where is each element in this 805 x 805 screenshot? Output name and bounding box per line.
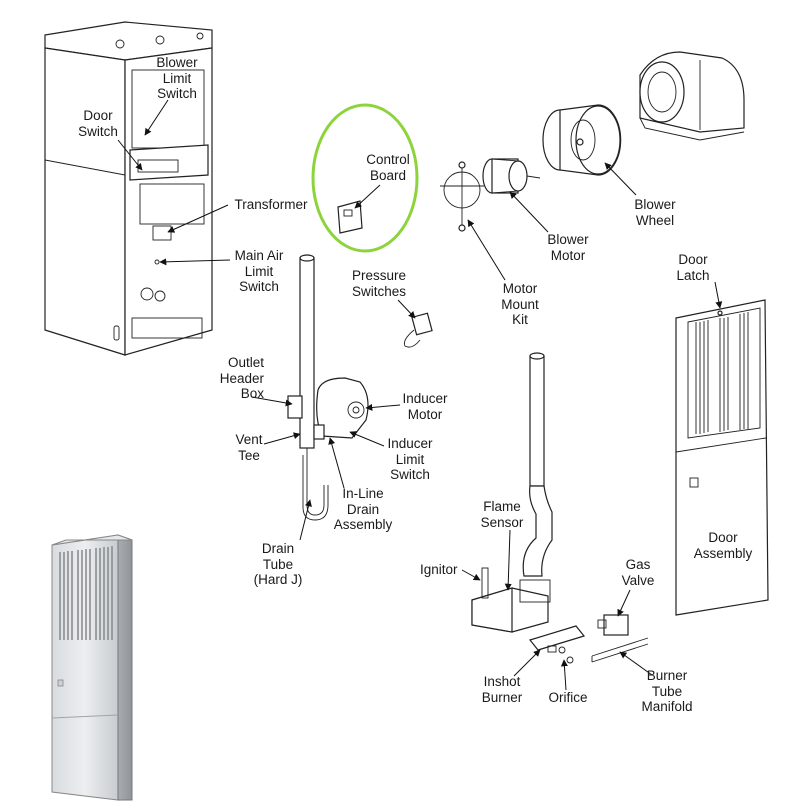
pressure-switches-part — [403, 312, 433, 348]
label-flame-sensor: Flame Sensor — [480, 499, 524, 530]
label-main-air-limit-switch: Main Air Limit Switch — [234, 248, 284, 294]
burner-assembly-part — [471, 352, 553, 633]
open-furnace-cabinet — [44, 21, 213, 356]
control-board-part — [311, 103, 419, 253]
door-assembly-part — [675, 299, 769, 616]
label-inducer-limit-switch: Inducer Limit Switch — [387, 436, 433, 482]
label-gas-valve: Gas Valve — [621, 557, 655, 588]
blower-housing-part — [639, 51, 745, 141]
label-motor-mount-kit: Motor Mount Kit — [501, 281, 539, 327]
label-door-switch: Door Switch — [78, 108, 118, 139]
label-pressure-switches: Pressure Switches — [351, 268, 407, 299]
gas-train-part — [528, 614, 649, 664]
label-orifice: Orifice — [548, 690, 588, 705]
inducer-assembly-part — [287, 254, 369, 521]
control-board-highlight — [311, 103, 419, 253]
label-blower-limit-switch: Blower Limit Switch — [156, 55, 198, 101]
assembled-furnace — [51, 534, 133, 801]
label-door-latch: Door Latch — [676, 252, 710, 283]
label-inducer-motor: Inducer Motor — [402, 391, 448, 422]
label-in-line-drain-assembly: In-Line Drain Assembly — [333, 486, 393, 532]
leader-lines — [117, 99, 723, 691]
label-inshot-burner: Inshot Burner — [481, 674, 523, 705]
label-outlet-header-box: Outlet Header Box — [219, 355, 264, 401]
label-transformer: Transformer — [234, 197, 308, 212]
label-door-assembly: Door Assembly — [693, 530, 753, 561]
label-control-board: Control Board — [366, 152, 410, 183]
label-ignitor: Ignitor — [420, 562, 458, 577]
label-vent-tee: Vent Tee — [235, 432, 263, 463]
label-blower-motor: Blower Motor — [547, 232, 589, 263]
blower-motor-part — [482, 158, 541, 194]
motor-mount-kit-part — [440, 161, 484, 232]
label-drain-tube: Drain Tube (Hard J) — [253, 541, 303, 587]
blower-wheel-part — [542, 104, 622, 176]
label-blower-wheel: Blower Wheel — [634, 197, 676, 228]
label-burner-tube-manifold: Burner Tube Manifold — [641, 668, 693, 714]
